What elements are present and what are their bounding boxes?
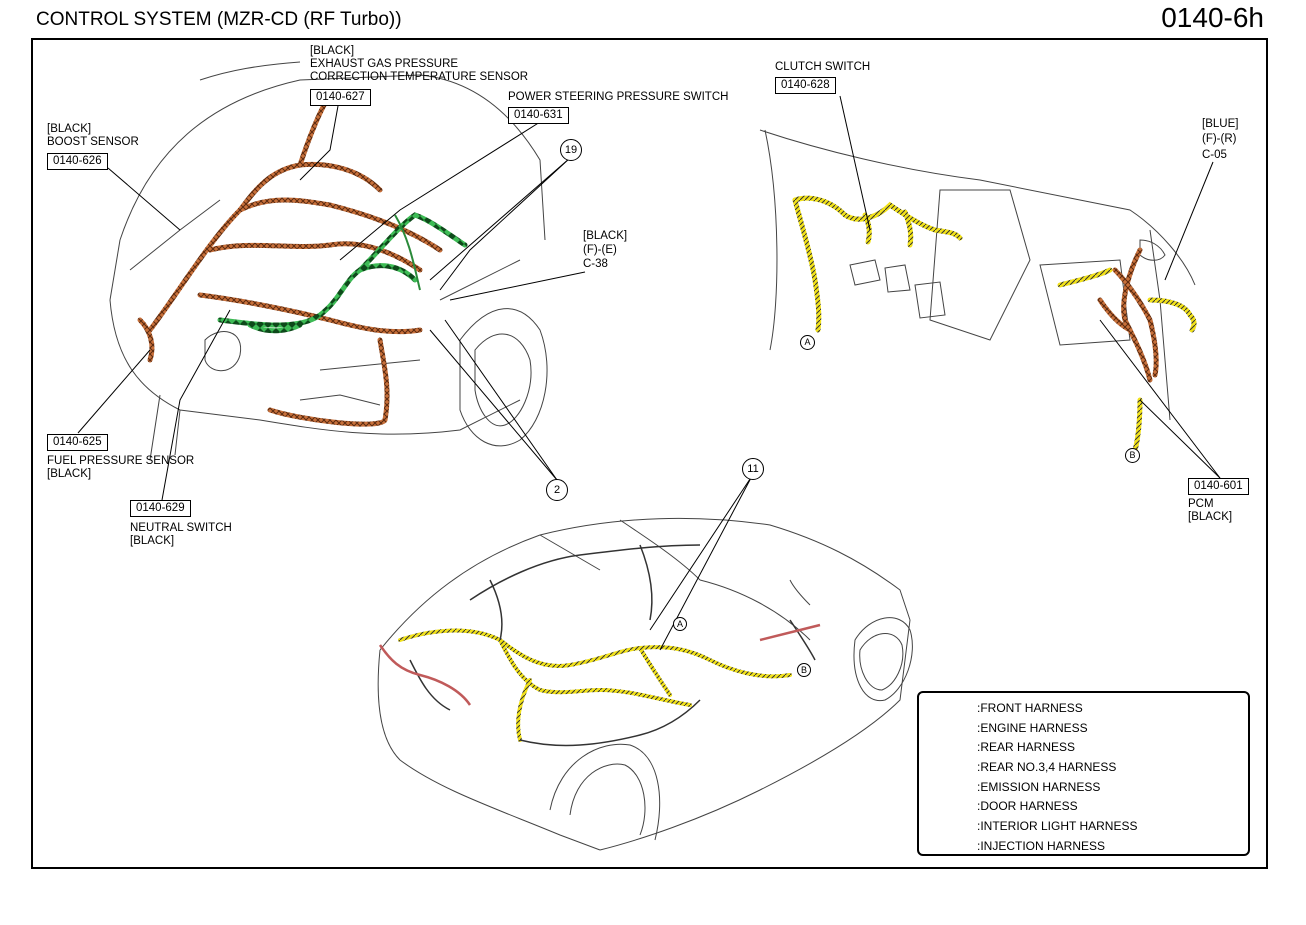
pcm-name: PCM (1188, 498, 1214, 510)
legend-label-interior-light: :INTERIOR LIGHT HARNESS (977, 819, 1138, 833)
connector-c38-code: C-38 (583, 258, 608, 270)
legend-label-rear: :REAR HARNESS (977, 740, 1076, 754)
power-steering-name: POWER STEERING PRESSURE SWITCH (508, 91, 729, 103)
thin-wires-car (409, 544, 816, 747)
dashboard-view (759, 129, 1196, 421)
marker-2: 2 (546, 479, 568, 501)
car-overview (377, 517, 913, 851)
legend-item-injection: :INJECTION HARNESS (977, 839, 1105, 853)
legend-item-door: :DOOR HARNESS (977, 799, 1078, 813)
pcm-ref[interactable]: 0140-601 (1188, 478, 1249, 495)
legend-item-emission: :EMISSION HARNESS (977, 780, 1100, 794)
front-harness-dashboard (1097, 247, 1159, 383)
fuel-pressure-color: [BLACK] (47, 468, 92, 480)
diagram-frame (31, 38, 1268, 869)
exhaust-sensor-ref[interactable]: 0140-627 (310, 89, 371, 106)
marker-b-car: B (797, 663, 811, 677)
power-steering-ref[interactable]: 0140-631 (508, 107, 569, 124)
legend-item-rear-no34: :REAR NO.3,4 HARNESS (977, 760, 1116, 774)
legend-label-front: :FRONT HARNESS (977, 701, 1083, 715)
exhaust-sensor-color: [BLACK] (310, 45, 355, 57)
rear-no34-harness-car (378, 623, 821, 706)
marker-19: 19 (560, 139, 582, 161)
connector-c05-code: C-05 (1202, 149, 1227, 161)
marker-11: 11 (742, 458, 764, 480)
marker-b-dashboard: B (1125, 448, 1140, 463)
legend-item-front: :FRONT HARNESS (977, 701, 1083, 715)
legend-label-injection: :INJECTION HARNESS (977, 839, 1106, 853)
connector-c05-color: [BLUE] (1202, 118, 1239, 130)
page-code: 0140-6h (1161, 2, 1264, 33)
connector-c05-gender: (F)-(R) (1202, 133, 1237, 145)
marker-a-car: A (673, 617, 687, 631)
marker-a-dashboard: A (800, 335, 815, 350)
legend-label-engine: :ENGINE HARNESS (977, 721, 1088, 735)
pcm-color: [BLACK] (1188, 511, 1233, 523)
boost-sensor-color: [BLACK] (47, 123, 92, 135)
legend-item-interior-light: :INTERIOR LIGHT HARNESS (977, 819, 1137, 833)
front-harness-engine (137, 92, 443, 427)
rear-harness-dashboard (792, 195, 1197, 453)
page-title: CONTROL SYSTEM (MZR-CD (RF Turbo)) (36, 9, 402, 30)
neutral-switch-name: NEUTRAL SWITCH (130, 522, 232, 534)
connector-c38-gender: (F)-(E) (583, 244, 617, 256)
rear-harness-car (398, 628, 792, 742)
fuel-pressure-ref[interactable]: 0140-625 (47, 434, 108, 451)
clutch-switch-ref[interactable]: 0140-628 (775, 77, 836, 94)
neutral-switch-color: [BLACK] (130, 535, 175, 547)
boost-sensor-ref[interactable]: 0140-626 (47, 153, 108, 170)
neutral-switch-ref[interactable]: 0140-629 (130, 500, 191, 517)
legend-label-emission: :EMISSION HARNESS (977, 780, 1101, 794)
exhaust-sensor-name-1: EXHAUST GAS PRESSURE (310, 58, 459, 70)
harness-legend: :FRONT HARNESS :ENGINE HARNESS :REAR HAR… (917, 691, 1250, 856)
exhaust-sensor-name-2: CORRECTION TEMPERATURE SENSOR (310, 71, 529, 83)
engine-bay-view (109, 61, 548, 461)
fuel-pressure-name: FUEL PRESSURE SENSOR (47, 455, 195, 467)
engine-harness (217, 212, 468, 334)
boost-sensor-name: BOOST SENSOR (47, 136, 139, 148)
legend-label-door: :DOOR HARNESS (977, 799, 1078, 813)
connector-c38-color: [BLACK] (583, 230, 628, 242)
legend-item-engine: :ENGINE HARNESS (977, 721, 1088, 735)
clutch-switch-name: CLUTCH SWITCH (775, 61, 871, 73)
legend-label-rear-no34: :REAR NO.3,4 HARNESS (977, 760, 1117, 774)
leader-lines (77, 95, 1221, 651)
legend-item-rear: :REAR HARNESS (977, 740, 1075, 754)
